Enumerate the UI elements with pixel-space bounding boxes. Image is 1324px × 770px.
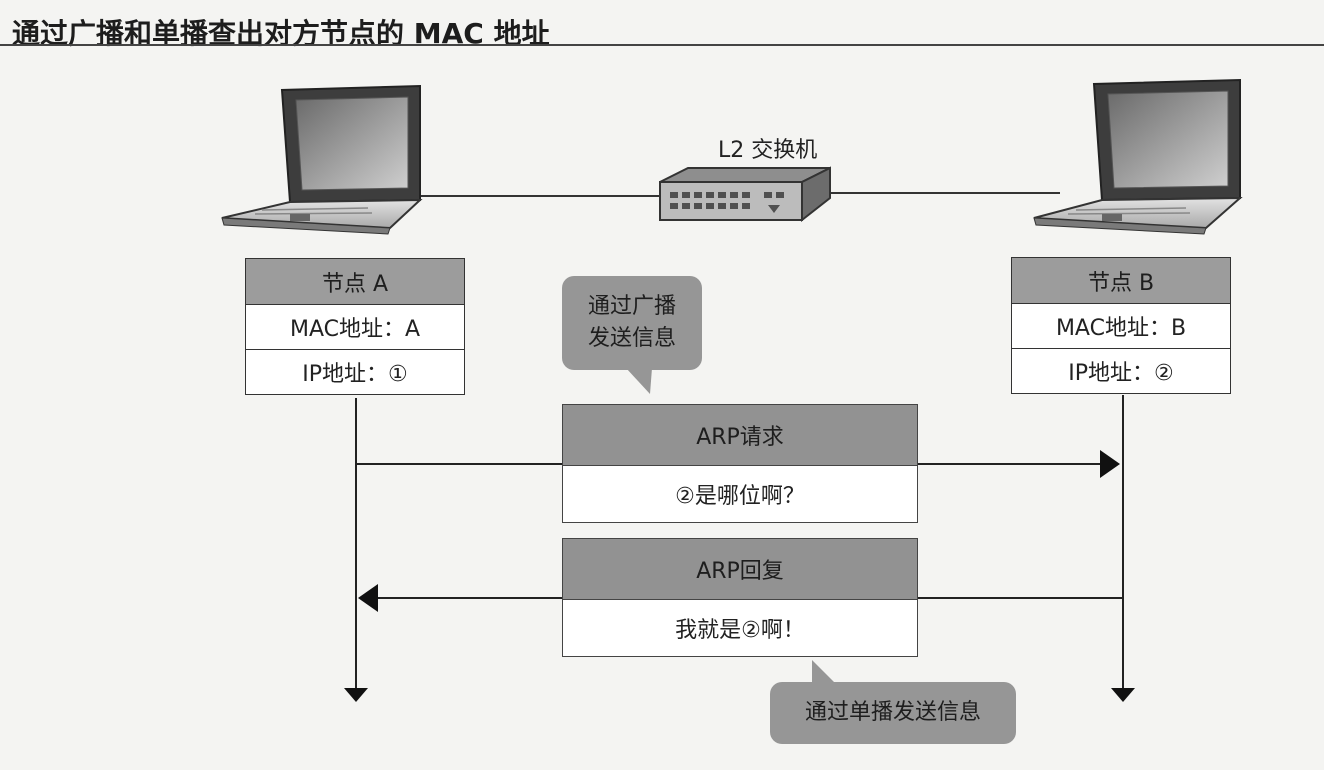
arp-request-title: ARP请求 xyxy=(563,405,917,465)
broadcast-note-line1: 通过广播 xyxy=(587,294,676,319)
node-b-mac: MAC地址：B xyxy=(1012,303,1230,348)
unicast-note-text: 通过单播发送信息 xyxy=(804,700,981,725)
arp-reply-box: ARP回复 我就是②啊！ xyxy=(562,538,918,657)
switch-label: L2 交换机 xyxy=(718,138,818,163)
arp-reply-body: 我就是②啊！ xyxy=(563,599,917,656)
node-a-table: 节点 A MAC地址：A IP地址：① xyxy=(245,258,465,395)
broadcast-note-line2: 发送信息 xyxy=(587,326,676,351)
unicast-bubble-tail xyxy=(812,660,836,684)
node-a-ip: IP地址：① xyxy=(246,349,464,394)
laptop-b-icon xyxy=(1033,78,1243,235)
arp-request-arrowhead xyxy=(1100,450,1120,478)
node-b-ip: IP地址：② xyxy=(1012,348,1230,393)
broadcast-note-bubble: 通过广播 发送信息 xyxy=(562,276,702,370)
arp-reply-title: ARP回复 xyxy=(563,539,917,599)
l2-switch-icon xyxy=(659,166,831,223)
arp-reply-arrowhead xyxy=(358,584,378,612)
node-b-table: 节点 B MAC地址：B IP地址：② xyxy=(1011,257,1231,394)
node-a-mac: MAC地址：A xyxy=(246,304,464,349)
broadcast-bubble-tail xyxy=(626,368,652,394)
arp-request-box: ARP请求 ②是哪位啊？ xyxy=(562,404,918,523)
arp-request-body: ②是哪位啊？ xyxy=(563,465,917,522)
unicast-note-bubble: 通过单播发送信息 xyxy=(770,682,1016,744)
node-a-name: 节点 A xyxy=(246,259,464,304)
lifeline-a-arrowhead xyxy=(344,688,368,702)
laptop-a-icon xyxy=(221,84,423,235)
lifeline-b-arrowhead xyxy=(1111,688,1135,702)
title-divider xyxy=(0,44,1324,46)
node-b-name: 节点 B xyxy=(1012,258,1230,303)
